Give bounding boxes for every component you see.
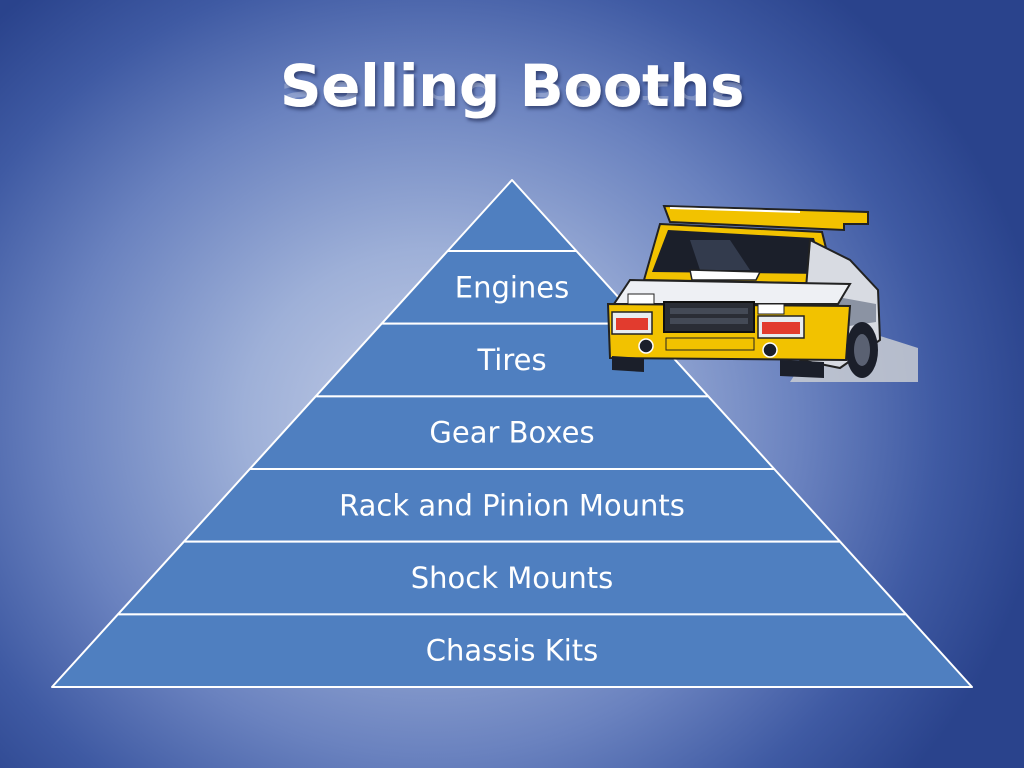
race-car-icon bbox=[606, 204, 918, 382]
pyramid-tier-label: Engines bbox=[455, 270, 570, 304]
pyramid-tier bbox=[51, 613, 973, 688]
pyramid-tier-label: Tires bbox=[476, 343, 546, 377]
pyramid-tier bbox=[446, 179, 578, 252]
pyramid-tier-label: Rack and Pinion Mounts bbox=[339, 488, 685, 522]
title-area: Selling Booths bbox=[0, 52, 1024, 120]
pyramid-tier-label: Shock Mounts bbox=[411, 561, 614, 595]
pyramid-tier-label: Gear Boxes bbox=[429, 416, 594, 450]
slide-title: Selling Booths bbox=[279, 52, 745, 120]
pyramid-tier-label: Chassis Kits bbox=[426, 634, 599, 668]
